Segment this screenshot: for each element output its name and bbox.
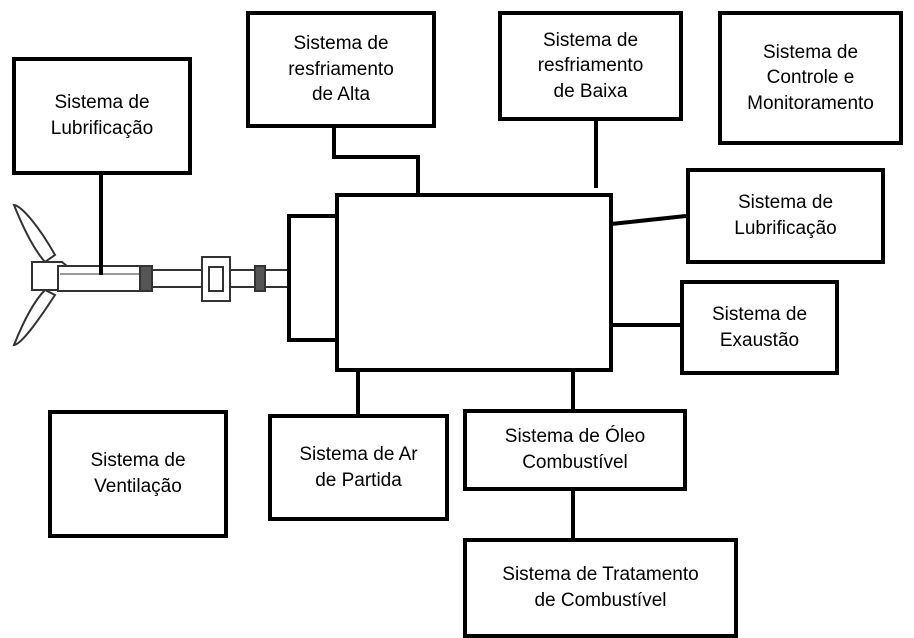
label-fuel-treatment: Sistema de Tratamento de Combustível: [502, 564, 699, 611]
engine-block: [335, 193, 613, 372]
label-lubrication-right: Sistema de Lubrificação: [734, 192, 837, 239]
box-low-temp-cooling: Sistema de resfriamento de Baixa: [498, 11, 683, 121]
label-control-monitoring: Sistema de Controle e Monitoramento: [747, 41, 874, 114]
box-fuel-treatment: Sistema de Tratamento de Combustível: [463, 538, 738, 638]
label-exhaust: Sistema de Exaustão: [711, 303, 808, 351]
label-high-temp-cooling: Sistema de resfriamento de Alta: [288, 33, 394, 106]
label-starting-air: Sistema de Ar de Partida: [299, 443, 418, 491]
label-fuel-oil: Sistema de Óleo Combustível: [504, 426, 646, 473]
shaft: [57, 256, 289, 302]
box-control-monitoring: Sistema de Controle e Monitoramento: [718, 11, 903, 145]
box-fuel-oil: Sistema de Óleo Combustível: [463, 409, 687, 491]
box-high-temp-cooling: Sistema de resfriamento de Alta: [246, 11, 436, 128]
gearbox: [287, 214, 339, 342]
box-ventilation: Sistema de Ventilação: [48, 410, 228, 538]
label-low-temp-cooling: Sistema de resfriamento de Baixa: [537, 29, 644, 102]
box-exhaust: Sistema de Exaustão: [680, 280, 839, 375]
label-lubrication-left: Sistema de Lubrificação: [50, 92, 154, 139]
box-lubrication-right: Sistema de Lubrificação: [686, 168, 885, 264]
connector-lines: [99, 121, 687, 540]
box-lubrication-left: Sistema de Lubrificação: [12, 57, 192, 175]
box-starting-air: Sistema de Ar de Partida: [268, 414, 449, 521]
label-ventilation: Sistema de Ventilação: [90, 450, 186, 497]
